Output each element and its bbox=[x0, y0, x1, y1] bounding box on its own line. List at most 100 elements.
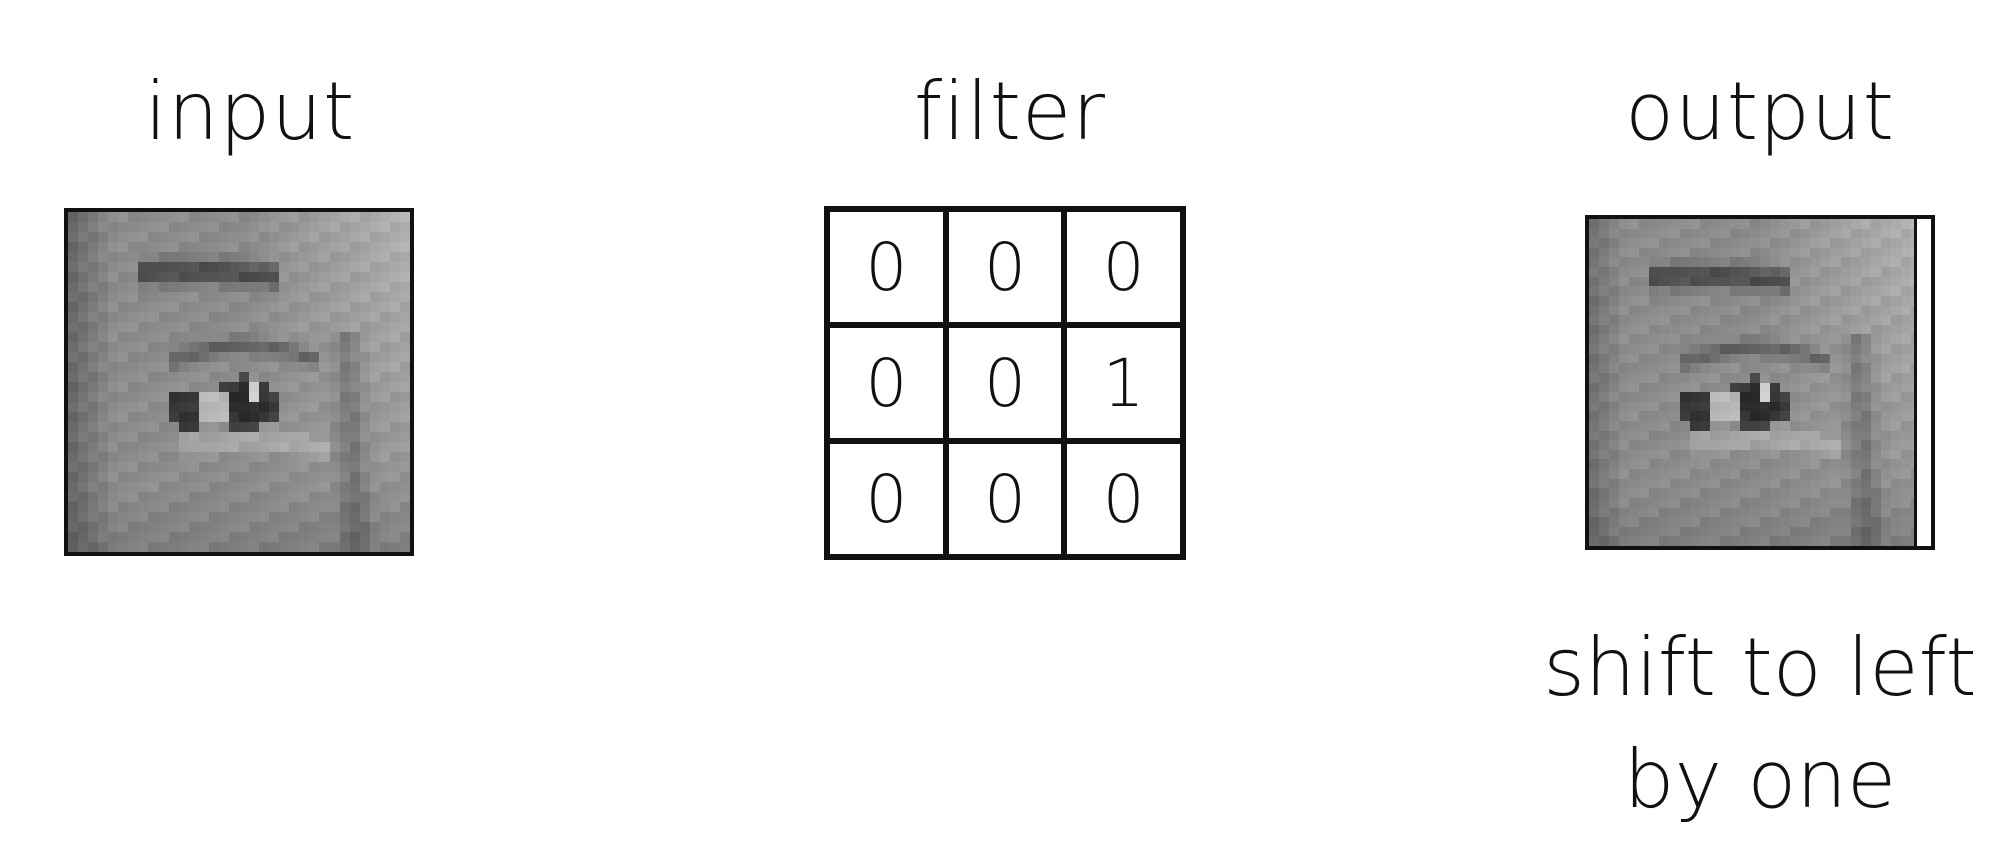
image-pixel bbox=[218, 372, 229, 382]
image-pixel bbox=[1609, 440, 1620, 450]
image-pixel bbox=[369, 322, 380, 332]
image-pixel bbox=[1699, 430, 1710, 441]
image-pixel bbox=[1860, 238, 1871, 248]
image-pixel bbox=[239, 512, 250, 522]
image-pixel bbox=[1850, 526, 1861, 537]
image-pixel bbox=[1589, 459, 1600, 470]
image-pixel bbox=[259, 292, 270, 302]
output-eye-image bbox=[1585, 215, 1935, 550]
image-pixel bbox=[1790, 459, 1801, 470]
image-pixel bbox=[1900, 430, 1911, 441]
image-pixel bbox=[188, 382, 199, 392]
image-pixel bbox=[1880, 305, 1891, 316]
image-pixel bbox=[68, 482, 79, 492]
image-pixel bbox=[1900, 478, 1911, 489]
image-pixel bbox=[1840, 420, 1851, 431]
image-pixel bbox=[1900, 219, 1911, 229]
filter-cell: 0 bbox=[945, 441, 1065, 557]
image-pixel bbox=[198, 232, 209, 242]
image-pixel bbox=[1890, 334, 1901, 345]
image-pixel bbox=[208, 302, 219, 312]
image-pixel bbox=[178, 332, 189, 342]
image-pixel bbox=[88, 402, 99, 412]
image-pixel bbox=[1890, 488, 1901, 498]
image-pixel bbox=[1689, 238, 1700, 248]
image-pixel bbox=[218, 532, 229, 542]
image-pixel bbox=[279, 402, 290, 412]
image-pixel bbox=[1880, 459, 1891, 470]
image-pixel bbox=[218, 292, 229, 302]
image-pixel bbox=[1860, 344, 1871, 354]
image-pixel bbox=[369, 252, 380, 262]
image-pixel bbox=[1810, 517, 1821, 527]
image-pixel bbox=[1639, 363, 1650, 373]
image-pixel bbox=[128, 472, 139, 482]
image-pixel bbox=[1739, 488, 1750, 498]
image-pixel bbox=[138, 252, 149, 262]
image-pixel bbox=[1820, 324, 1831, 335]
image-pixel bbox=[148, 312, 159, 322]
image-pixel bbox=[1810, 449, 1821, 460]
image-pixel bbox=[88, 372, 99, 382]
image-pixel bbox=[1629, 459, 1640, 470]
image-pixel bbox=[1689, 305, 1700, 316]
image-pixel bbox=[1589, 507, 1590, 518]
image-pixel bbox=[128, 432, 139, 442]
image-pixel bbox=[1780, 469, 1791, 479]
image-pixel bbox=[1599, 228, 1610, 239]
image-pixel bbox=[108, 262, 119, 272]
image-pixel bbox=[1729, 286, 1740, 296]
image-pixel bbox=[138, 272, 149, 282]
image-pixel bbox=[379, 422, 390, 432]
image-pixel bbox=[329, 362, 340, 372]
image-pixel bbox=[138, 402, 149, 412]
image-pixel bbox=[1669, 276, 1680, 287]
image-pixel bbox=[1659, 276, 1670, 287]
image-pixel bbox=[389, 242, 400, 252]
image-pixel bbox=[1599, 247, 1610, 258]
image-pixel bbox=[329, 422, 340, 432]
image-pixel bbox=[1619, 526, 1630, 537]
image-pixel bbox=[1709, 372, 1720, 383]
image-pixel bbox=[1820, 382, 1831, 393]
image-pixel bbox=[188, 482, 199, 492]
image-pixel bbox=[1639, 353, 1650, 364]
image-pixel bbox=[1890, 305, 1901, 316]
image-pixel bbox=[1780, 238, 1791, 248]
image-pixel bbox=[239, 522, 250, 532]
image-pixel bbox=[319, 442, 330, 452]
image-pixel bbox=[269, 262, 280, 272]
image-pixel bbox=[239, 322, 250, 332]
image-pixel bbox=[1719, 478, 1730, 489]
image-pixel bbox=[1739, 353, 1750, 364]
image-pixel bbox=[1820, 440, 1831, 450]
image-pixel bbox=[148, 452, 159, 462]
image-pixel bbox=[1900, 286, 1911, 296]
image-pixel bbox=[1739, 344, 1750, 354]
image-pixel bbox=[1850, 430, 1861, 441]
image-pixel bbox=[128, 362, 139, 372]
image-pixel bbox=[369, 212, 380, 222]
image-pixel bbox=[1770, 536, 1781, 546]
image-pixel bbox=[319, 522, 330, 532]
image-pixel bbox=[1649, 517, 1660, 527]
image-pixel bbox=[1659, 507, 1670, 518]
image-pixel bbox=[269, 312, 280, 322]
image-pixel bbox=[1719, 392, 1730, 402]
image-pixel bbox=[1679, 507, 1690, 518]
image-pixel bbox=[1629, 276, 1640, 287]
image-pixel bbox=[299, 332, 310, 342]
image-pixel bbox=[108, 292, 119, 302]
image-pixel bbox=[1719, 219, 1730, 229]
image-pixel bbox=[1860, 430, 1871, 441]
image-pixel bbox=[1880, 324, 1891, 335]
image-pixel bbox=[1709, 334, 1720, 345]
image-pixel bbox=[319, 262, 330, 272]
image-pixel bbox=[1840, 469, 1851, 479]
image-pixel bbox=[1890, 536, 1901, 546]
image-pixel bbox=[319, 402, 330, 412]
image-pixel bbox=[1860, 401, 1871, 412]
image-pixel bbox=[399, 332, 410, 342]
image-pixel bbox=[279, 282, 290, 292]
image-pixel bbox=[359, 312, 370, 322]
